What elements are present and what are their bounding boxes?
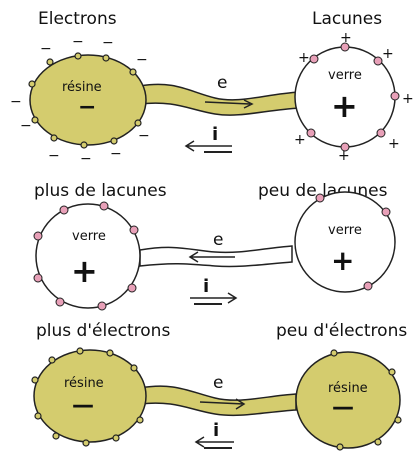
svg-text:−: − (10, 94, 22, 110)
flow-label-e: e (213, 230, 223, 250)
heading-lacunes: Lacunes (312, 9, 382, 29)
resin-label-right: résine (328, 381, 368, 396)
current-arrow (190, 292, 238, 304)
hole-markers-right (306, 42, 400, 152)
heading-electrons: Electrons (38, 9, 117, 29)
panel-2: plus de lacunes peu de lacunes e verre +… (33, 181, 396, 311)
glass-sign-left: + (71, 252, 98, 290)
svg-text:+: + (388, 136, 400, 152)
resin-sphere-right (295, 351, 401, 449)
surface-charges-left (28, 52, 142, 149)
electron-arrow-head (243, 99, 254, 109)
surface-minus-signs: − − − − − − − − − − (10, 34, 150, 167)
svg-text:−: − (20, 118, 32, 134)
panel-1: Electrons Lacunes e − − − − − − − − − − … (10, 9, 414, 167)
resin-sphere (29, 54, 147, 146)
electron-markers-left (31, 347, 144, 447)
resin-label: résine (62, 80, 102, 95)
svg-text:−: − (136, 52, 148, 68)
svg-text:−: − (138, 128, 150, 144)
svg-text:−: − (40, 41, 52, 57)
electron-arrow (199, 398, 246, 410)
glass-label: verre (328, 68, 362, 83)
conductor-tube (139, 385, 297, 417)
glass-sphere-right (294, 191, 396, 293)
flow-label-e: e (217, 73, 227, 93)
svg-text:−: − (72, 34, 84, 50)
heading-peu-d-electrons: peu d'électrons (276, 321, 407, 341)
resin-sign: − (78, 95, 96, 120)
svg-text:−: − (80, 151, 92, 167)
electron-arrow (204, 101, 251, 105)
glass-label-right: verre (328, 223, 362, 238)
current-symbol: i (203, 276, 209, 297)
resin-sign-left: — (72, 393, 94, 418)
current-symbol: i (212, 124, 218, 145)
resin-label-left: résine (64, 376, 104, 391)
glass-label-left: verre (72, 229, 106, 244)
glass-sign-right: + (331, 244, 354, 277)
current-arrow (194, 436, 234, 448)
current-symbol: i (213, 420, 219, 441)
heading-plus-d-electrons: plus d'électrons (36, 321, 170, 341)
hole-markers-left (33, 201, 139, 311)
current-arrow (184, 140, 232, 152)
svg-text:+: + (382, 46, 394, 62)
svg-text:−: − (110, 146, 122, 162)
panel-3: plus d'électrons peu d'électrons e résin… (31, 321, 407, 451)
svg-text:−: − (48, 148, 60, 164)
svg-text:+: + (338, 148, 350, 164)
electron-markers-right (330, 349, 402, 451)
glass-sign: + (331, 87, 358, 125)
electron-arrow (188, 251, 235, 263)
flow-label-e: e (213, 373, 223, 393)
resin-sphere-left (33, 349, 147, 443)
svg-text:+: + (294, 132, 306, 148)
svg-text:+: + (340, 30, 352, 46)
svg-text:−: − (102, 35, 114, 51)
svg-text:+: + (402, 91, 414, 107)
glass-sphere-left (35, 203, 141, 309)
hole-markers-right (315, 193, 391, 291)
resin-sign-right: — (332, 395, 354, 420)
surface-plus-signs: + + + + + + + (294, 30, 414, 164)
svg-text:+: + (298, 50, 310, 66)
heading-plus-de-lacunes: plus de lacunes (34, 181, 167, 201)
